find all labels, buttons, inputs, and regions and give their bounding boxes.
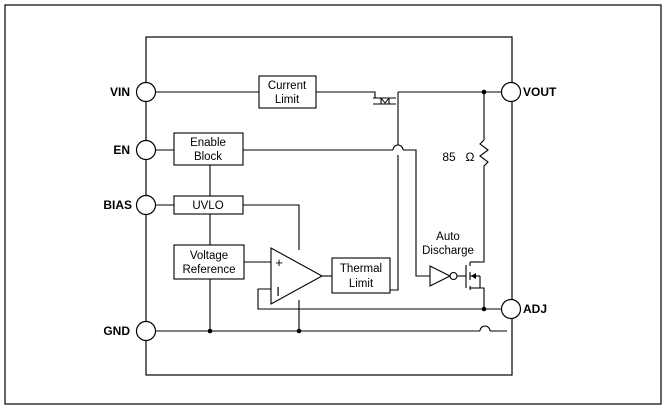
pin-vin: VIN <box>110 81 157 103</box>
current-limit-line2: Limit <box>275 94 300 106</box>
op-amp-minus: I <box>276 284 280 299</box>
auto-discharge-line1: Auto <box>436 231 460 243</box>
outer-frame <box>4 4 662 405</box>
enable-block-line1: Enable <box>190 137 226 149</box>
uvlo-label: UVLO <box>192 200 223 212</box>
pin-en-label: EN <box>113 143 130 157</box>
thermal-limit-block: Thermal Limit <box>331 257 391 294</box>
pin-adj-label: ADJ <box>523 302 547 316</box>
voltage-reference-line2: Reference <box>182 264 235 276</box>
enable-block-line2: Block <box>194 151 222 163</box>
pass-transistor-icon <box>373 92 399 105</box>
pin-gnd-label: GND <box>103 324 130 338</box>
auto-discharge-line2: Discharge <box>422 245 474 257</box>
pin-vin-label: VIN <box>110 85 130 99</box>
junctions <box>207 89 487 334</box>
resistor-unit: Ω <box>466 150 475 164</box>
discharge-fet-icon <box>465 261 481 290</box>
junction-gnd-ref <box>207 328 213 334</box>
junction-vout <box>481 89 487 95</box>
pin-vout: VOUT <box>500 81 557 103</box>
current-limit-line1: Current <box>268 80 307 92</box>
thermal-limit-line2: Limit <box>349 278 374 290</box>
uvlo-block: UVLO <box>173 195 244 215</box>
thermal-limit-line1: Thermal <box>340 263 382 275</box>
pin-en: EN <box>113 139 157 161</box>
resistor-value: 85 <box>442 150 456 164</box>
enable-block: Enable Block <box>173 132 244 166</box>
junction-adj <box>481 306 487 312</box>
current-limit-block: Current Limit <box>258 75 317 109</box>
op-amp-icon: + I <box>270 247 324 305</box>
voltage-reference-line1: Voltage <box>190 250 228 262</box>
pin-vout-label: VOUT <box>523 85 557 99</box>
pin-bias-label: BIAS <box>103 198 132 212</box>
inverter-icon <box>429 265 466 287</box>
junction-gnd-opamp <box>296 328 302 334</box>
voltage-reference-block: Voltage Reference <box>173 244 245 280</box>
op-amp-plus: + <box>275 255 283 270</box>
pin-adj: ADJ <box>500 298 547 320</box>
pin-bias: BIAS <box>103 194 157 216</box>
pin-gnd: GND <box>103 320 157 342</box>
